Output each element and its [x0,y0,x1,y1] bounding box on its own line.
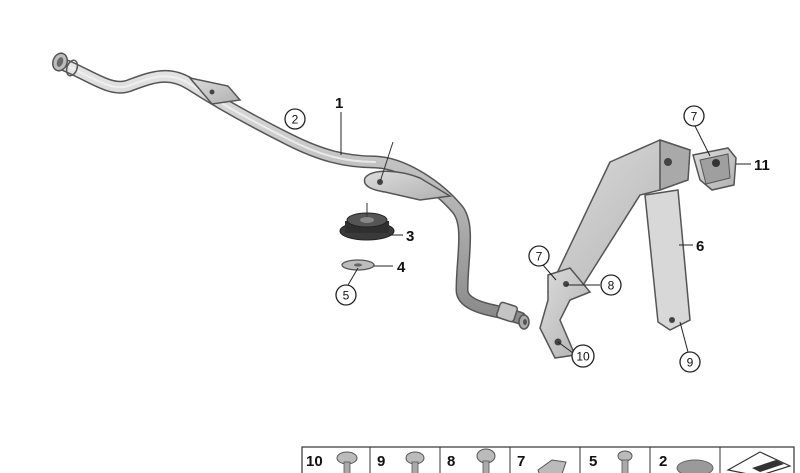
legend-cell-9: 9 [377,451,425,473]
legend-label-10: 10 [306,453,323,470]
callout-5: 5 [335,284,357,306]
callout-3: 3 [406,228,414,245]
callout-11: 11 [754,157,770,174]
callout-7-lower-text: 7 [536,250,543,264]
rubber-grommet-part-3 [339,203,395,241]
callout-9: 9 [679,351,701,373]
washer-part-4 [341,259,375,271]
legend-cell-5: 5 [589,450,633,473]
callout-1: 1 [335,95,343,112]
leader-lines [340,112,751,354]
callout-9-text: 9 [687,356,694,370]
callout-7-upper-text: 7 [691,110,698,124]
legend-cell-2: 2 [659,453,714,473]
legend-strip: 10 9 8 7 5 2 [301,446,795,473]
callout-7-upper: 7 [683,105,705,127]
callout-8-text: 8 [608,279,615,293]
callout-4: 4 [397,259,406,276]
legend-label-7: 7 [517,453,525,470]
pipe-upper-bracket [188,76,242,105]
legend-cell-10: 10 [306,451,358,473]
legend-label-9: 9 [377,453,385,470]
legend-label-2: 2 [659,453,667,470]
callout-8: 8 [600,274,622,296]
callout-7-lower: 7 [528,245,550,267]
pipe-middle-bracket [363,141,453,201]
callout-10-text: 10 [576,350,590,364]
callout-2-text: 2 [292,113,299,127]
legend-cell-8: 8 [447,448,496,473]
bracket-part-6 [539,138,692,359]
callout-2: 2 [284,108,306,130]
callout-5-text: 5 [343,289,350,303]
diagram-set-icon [726,451,792,473]
clip-nut-part-11 [692,147,737,191]
callout-6: 6 [696,238,704,255]
legend-cell-7: 7 [517,453,567,473]
legend-label-8: 8 [447,453,455,470]
legend-label-5: 5 [589,453,597,470]
callouts: 1 2 3 4 5 6 7 7 8 9 10 [284,95,770,373]
pipe-part-1 [51,52,530,330]
callout-10: 10 [571,344,595,368]
